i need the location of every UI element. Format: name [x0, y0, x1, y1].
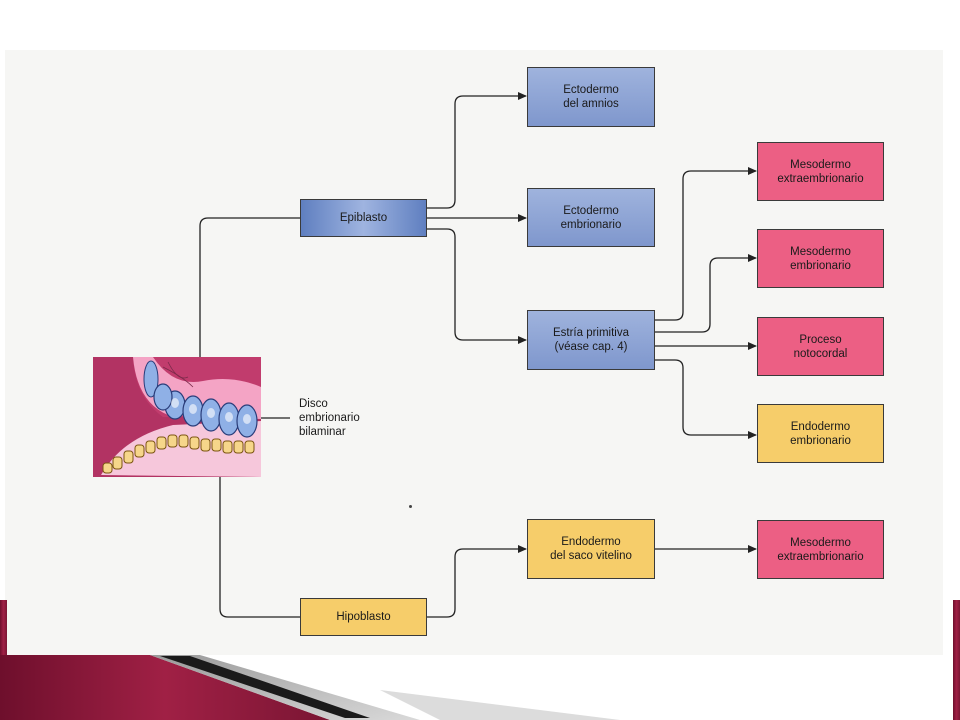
- bilaminar-disc-illustration: [93, 357, 261, 477]
- node-ectodermo-embrionario: Ectodermo embrionario: [527, 188, 655, 247]
- link-disco-hipoblasto: [219, 440, 300, 618]
- slide-footer-decoration: [0, 600, 960, 720]
- link-epiblasto-amnios: [427, 92, 527, 209]
- link-hipoblasto-saco: [427, 545, 527, 618]
- caption-disco-embrionario: Disco embrionario bilaminar: [299, 398, 360, 438]
- node-mesodermo-extraembrionario-top: Mesodermo extraembrionario: [757, 142, 884, 201]
- link-estria-mesoembrio: [655, 254, 757, 333]
- node-hipoblasto: Hipoblasto: [300, 598, 427, 636]
- link-estria-endoembrio: [655, 359, 757, 439]
- node-estria-primitiva: Estría primitiva (véase cap. 4): [527, 310, 655, 370]
- node-endodermo-saco-vitelino: Endodermo del saco vitelino: [527, 519, 655, 579]
- node-endodermo-embrionario: Endodermo embrionario: [757, 404, 884, 463]
- link-estria-mesoextra: [655, 167, 757, 321]
- node-ectodermo-amnios: Ectodermo del amnios: [527, 67, 655, 127]
- node-epiblasto: Epiblasto: [300, 199, 427, 237]
- scan-speck: [409, 505, 412, 508]
- link-epiblasto-estria: [427, 228, 527, 344]
- link-disco-epiblasto: [199, 217, 300, 400]
- node-proceso-notocordal: Proceso notocordal: [757, 317, 884, 376]
- node-mesodermo-embrionario: Mesodermo embrionario: [757, 229, 884, 288]
- node-mesodermo-extraembrionario-bottom: Mesodermo extraembrionario: [757, 520, 884, 579]
